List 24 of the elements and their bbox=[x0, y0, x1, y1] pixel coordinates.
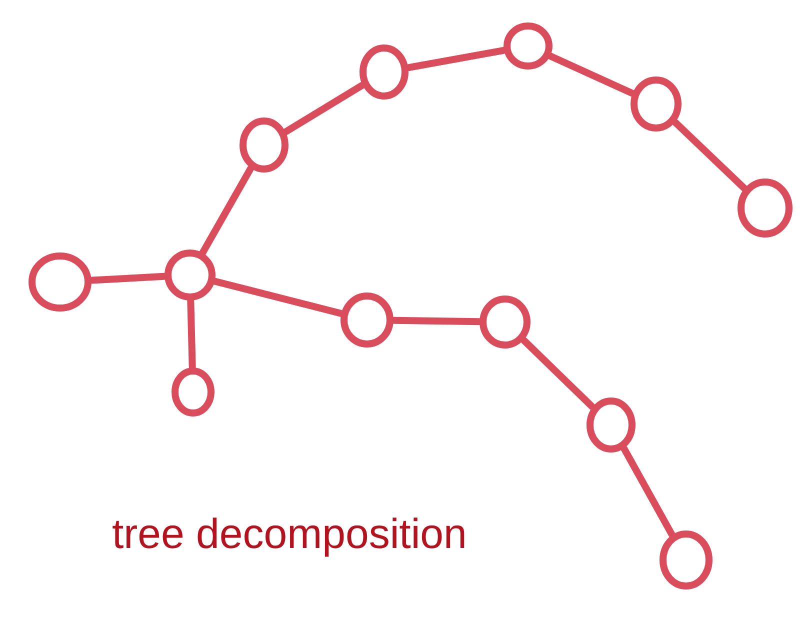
connector-line bbox=[282, 82, 366, 136]
connector-line bbox=[405, 46, 507, 72]
tree-node-circle bbox=[503, 22, 553, 70]
connector-line bbox=[88, 272, 168, 284]
connector-line bbox=[620, 445, 676, 538]
connector-line bbox=[390, 316, 482, 326]
connector-line bbox=[672, 119, 748, 192]
tree-node-circle bbox=[630, 76, 682, 132]
tree-node-circle bbox=[659, 530, 713, 590]
tree-node-circle bbox=[359, 44, 409, 100]
connector-line bbox=[187, 298, 196, 370]
tree-node-circle bbox=[737, 178, 793, 238]
tree-node-circle bbox=[340, 292, 394, 348]
connector-line bbox=[520, 336, 596, 410]
connector-line bbox=[199, 165, 254, 256]
connector-line bbox=[547, 52, 636, 97]
tree-node-circle bbox=[28, 252, 92, 312]
caption-text: tree decomposition bbox=[112, 509, 468, 559]
tree-node-circle bbox=[239, 117, 289, 173]
tree-node-circle bbox=[164, 249, 216, 301]
connector-line bbox=[212, 278, 344, 317]
tree-node-circle bbox=[171, 367, 215, 417]
tree-node-circle bbox=[479, 295, 531, 349]
tree-node-circle bbox=[586, 397, 636, 453]
